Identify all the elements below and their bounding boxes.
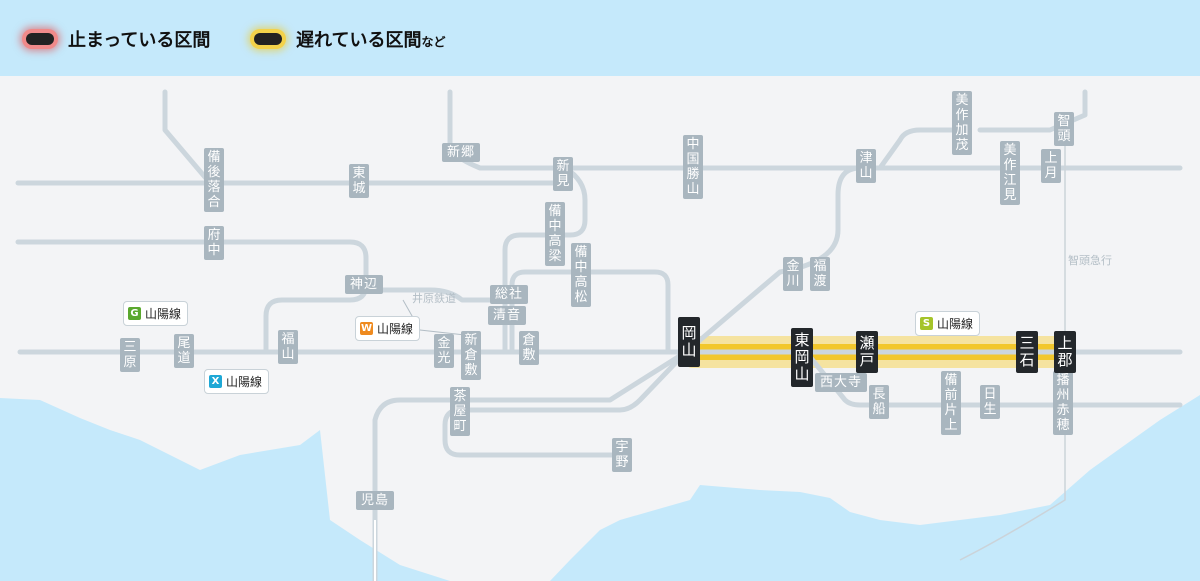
station-kamigori[interactable]: 上郡 — [1054, 331, 1076, 373]
station-niimi[interactable]: 新見 — [553, 157, 573, 191]
station-osafune[interactable]: 長船 — [869, 385, 889, 419]
chizu-line-label: 智頭急行 — [1068, 254, 1112, 267]
line-key-w: W — [360, 322, 373, 335]
legend-stopped-label: 止まっている区間 — [68, 30, 211, 51]
station-mihara[interactable]: 三原 — [120, 338, 140, 372]
station-kannabe[interactable]: 神辺 — [345, 275, 384, 294]
station-higashi-okayama[interactable]: 東岡山 — [791, 328, 813, 387]
station-hinase[interactable]: 日生 — [980, 385, 1000, 419]
station-chizu[interactable]: 智頭 — [1054, 112, 1074, 146]
station-tsuyama[interactable]: 津山 — [856, 149, 876, 183]
line-key-s: S — [920, 317, 933, 330]
line-badge-label: 山陽線 — [377, 322, 414, 336]
station-okayama[interactable]: 岡山 — [678, 317, 700, 367]
track-chizu-kyuko — [959, 130, 1066, 561]
station-bingo-ochiai[interactable]: 備後落合 — [204, 148, 224, 212]
delayed-pill-icon — [254, 33, 282, 45]
line-badge-label: 山陽線 — [226, 375, 263, 389]
legend-delayed-label: 遅れている区間など — [296, 30, 446, 51]
track-geibi-north — [162, 89, 213, 186]
station-kamitsuki[interactable]: 上月 — [1041, 149, 1061, 183]
station-fukuyama[interactable]: 福山 — [278, 330, 298, 364]
station-chugoku-katsuyama[interactable]: 中国勝山 — [683, 135, 703, 199]
station-fuchu[interactable]: 府中 — [204, 226, 224, 260]
track-seto-ohashi — [372, 349, 689, 581]
station-soja[interactable]: 総社 — [490, 285, 529, 304]
station-kojima[interactable]: 児島 — [356, 491, 395, 510]
legend-delayed: 遅れている区間など — [254, 26, 445, 52]
station-shingo[interactable]: 新郷 — [442, 143, 481, 162]
line-badge-w[interactable]: W 山陽線 — [355, 316, 421, 341]
station-onomichi[interactable]: 尾道 — [174, 334, 194, 368]
station-shin-kurashiki[interactable]: 新倉敷 — [461, 331, 481, 380]
track-uno — [442, 349, 689, 458]
station-mitsuishi[interactable]: 三石 — [1016, 331, 1038, 373]
station-kanagawa[interactable]: 金川 — [783, 257, 803, 291]
station-bizen-katakami[interactable]: 備前片上 — [941, 371, 961, 435]
station-kamogata[interactable]: 金光 — [434, 334, 454, 368]
stopped-pill-icon — [26, 33, 54, 45]
track-ako — [803, 349, 1183, 408]
legend-stopped: 止まっている区間 — [26, 26, 210, 52]
line-badge-label: 山陽線 — [937, 317, 974, 331]
station-chayamachi[interactable]: 茶屋町 — [450, 387, 470, 436]
station-bitchu-takahashi[interactable]: 備中高梁 — [545, 202, 565, 266]
station-banshu-ako[interactable]: 播州赤穂 — [1053, 371, 1073, 435]
station-saidaiji[interactable]: 西大寺 — [815, 373, 868, 392]
line-key-g: G — [128, 307, 141, 320]
track-hakubi — [502, 165, 588, 355]
station-seto[interactable]: 瀬戸 — [856, 331, 878, 373]
track-chizu-north — [977, 89, 1088, 133]
track-ibara — [375, 287, 503, 303]
line-badge-x[interactable]: X 山陽線 — [204, 369, 270, 394]
station-uno[interactable]: 宇野 — [612, 438, 632, 472]
line-badge-label: 山陽線 — [145, 307, 182, 321]
station-mimasaka-emi[interactable]: 美作江見 — [1000, 141, 1020, 205]
station-bitchu-takamatsu[interactable]: 備中高松 — [571, 243, 591, 307]
station-kurashiki[interactable]: 倉敷 — [519, 331, 539, 365]
line-badge-s[interactable]: S 山陽線 — [915, 311, 981, 336]
line-badge-g[interactable]: G 山陽線 — [123, 301, 189, 326]
land-area — [0, 76, 1200, 581]
track-inbi — [877, 127, 963, 171]
station-fukuwatari[interactable]: 福渡 — [810, 257, 830, 291]
line-key-x: X — [209, 375, 222, 388]
ibara-line-label: 井原鉄道 — [412, 292, 456, 305]
station-higashishiro[interactable]: 東城 — [349, 164, 369, 198]
station-kiyone[interactable]: 清音 — [488, 306, 527, 325]
station-mimasaka-kamo[interactable]: 美作加茂 — [952, 91, 972, 155]
track-fukuen — [15, 239, 369, 355]
